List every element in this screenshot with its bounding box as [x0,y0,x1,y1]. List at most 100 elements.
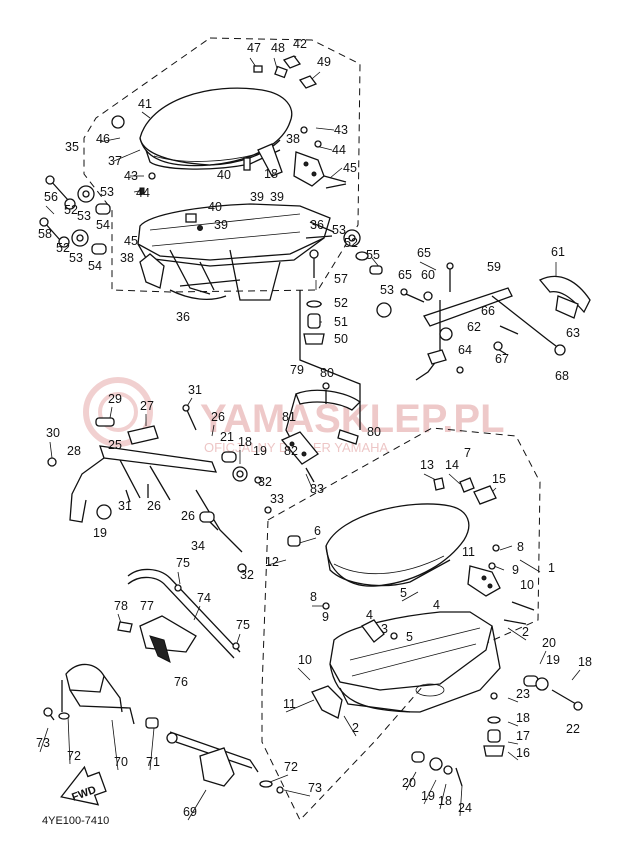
callout-c39b: 39 [270,190,284,204]
callout-c68: 68 [555,369,569,383]
callout-c66: 66 [481,304,495,318]
callout-c70: 70 [114,755,128,769]
callout-c75a: 75 [176,556,190,570]
callout-c44b: 44 [136,186,150,200]
callout-c59: 59 [487,260,501,274]
callout-c65b: 65 [398,268,412,282]
watermark-logo-inner-icon [98,392,138,432]
callout-c18e: 18 [438,794,452,808]
callout-c18c: 18 [578,655,592,669]
callout-c49: 49 [317,55,331,69]
callout-c18b: 18 [238,435,252,449]
callout-c81: 81 [282,410,296,424]
diagram-code: 4YE100-7410 [42,815,109,827]
callout-c26a: 26 [211,410,225,424]
fwd-arrow-icon [60,765,107,806]
lower-bars [43,568,284,794]
callout-c10a: 10 [520,578,534,592]
callout-c19a: 19 [253,444,267,458]
callout-c7: 7 [464,446,471,460]
callout-c26c: 26 [181,509,195,523]
callout-c24: 24 [458,801,472,815]
callout-c44a: 44 [332,143,346,157]
callout-c11a: 11 [462,545,475,559]
right-mount-hardware [303,229,392,345]
callout-c73b: 73 [308,781,322,795]
callout-c38b: 38 [120,251,134,265]
callout-c22: 22 [566,722,580,736]
callout-c52d: 52 [334,296,348,310]
callout-c15: 15 [492,472,506,486]
lower-case-body [311,601,535,719]
callout-c37: 37 [108,154,122,168]
callout-c52a: 52 [64,203,78,217]
lock-cylinder-icon [111,115,125,129]
callout-c46: 46 [96,132,110,146]
callout-c78: 78 [114,599,128,613]
callout-c35: 35 [65,140,79,154]
callout-c80a: 80 [320,366,334,380]
center-bracket [280,290,362,483]
callout-c69: 69 [183,805,197,819]
callout-c36a: 36 [310,218,324,232]
callout-c3: 3 [381,622,388,636]
callout-c28: 28 [67,444,81,458]
callout-c38a: 38 [286,132,300,146]
callout-c4b: 4 [366,608,373,622]
callout-c48: 48 [271,41,285,55]
callout-c41: 41 [138,97,152,111]
callout-c25: 25 [108,438,122,452]
callout-c9a: 9 [512,563,519,577]
callout-c5b: 5 [406,630,413,644]
callout-c50: 50 [334,332,348,346]
upper-case-lid [111,55,347,195]
callout-c4a: 4 [433,598,440,612]
callout-c67: 67 [495,352,509,366]
callout-c83: 83 [310,482,324,496]
callout-c40a: 40 [217,168,231,182]
callout-c42: 42 [293,37,307,51]
callout-c8a: 8 [517,540,524,554]
front-bracket [47,404,272,573]
callout-c47: 47 [247,41,261,55]
callout-c31b: 31 [118,499,132,513]
callout-c62: 62 [467,320,481,334]
callout-c18a: 18 [264,167,278,181]
callout-c32b: 32 [240,568,254,582]
callout-c9b: 9 [322,610,329,624]
callout-c32a: 32 [258,475,272,489]
callout-c76: 76 [174,675,188,689]
callout-c71: 71 [146,755,160,769]
callout-c39c: 39 [214,218,228,232]
callout-c12: 12 [265,555,279,569]
upper-case-boundary [83,37,361,293]
callout-c11b: 11 [283,697,296,711]
callout-c82: 82 [284,444,298,458]
callout-c43b: 43 [124,169,138,183]
callout-c26b: 26 [147,499,161,513]
callout-c14: 14 [445,458,459,472]
callout-c2a: 2 [522,625,529,639]
callout-c34: 34 [191,539,205,553]
callout-c65a: 65 [417,246,431,260]
rear-bracket-assembly [400,262,591,381]
callout-c63: 63 [566,326,580,340]
callout-c20b: 20 [402,776,416,790]
callout-c40b: 40 [208,200,222,214]
callout-c19d: 19 [421,789,435,803]
callout-c17: 17 [516,729,530,743]
callout-c45b: 45 [124,234,138,248]
callout-c2b: 2 [352,721,359,735]
callout-c10b: 10 [298,653,312,667]
callout-c60: 60 [421,268,435,282]
callout-c43a: 43 [334,123,348,137]
callout-c13: 13 [420,458,434,472]
callout-c54b: 54 [88,259,102,273]
callout-c30: 30 [46,426,60,440]
callout-c55: 55 [366,248,380,262]
callout-c19c: 19 [546,653,560,667]
callout-c1: 1 [548,561,555,575]
callout-c5a: 5 [400,586,407,600]
